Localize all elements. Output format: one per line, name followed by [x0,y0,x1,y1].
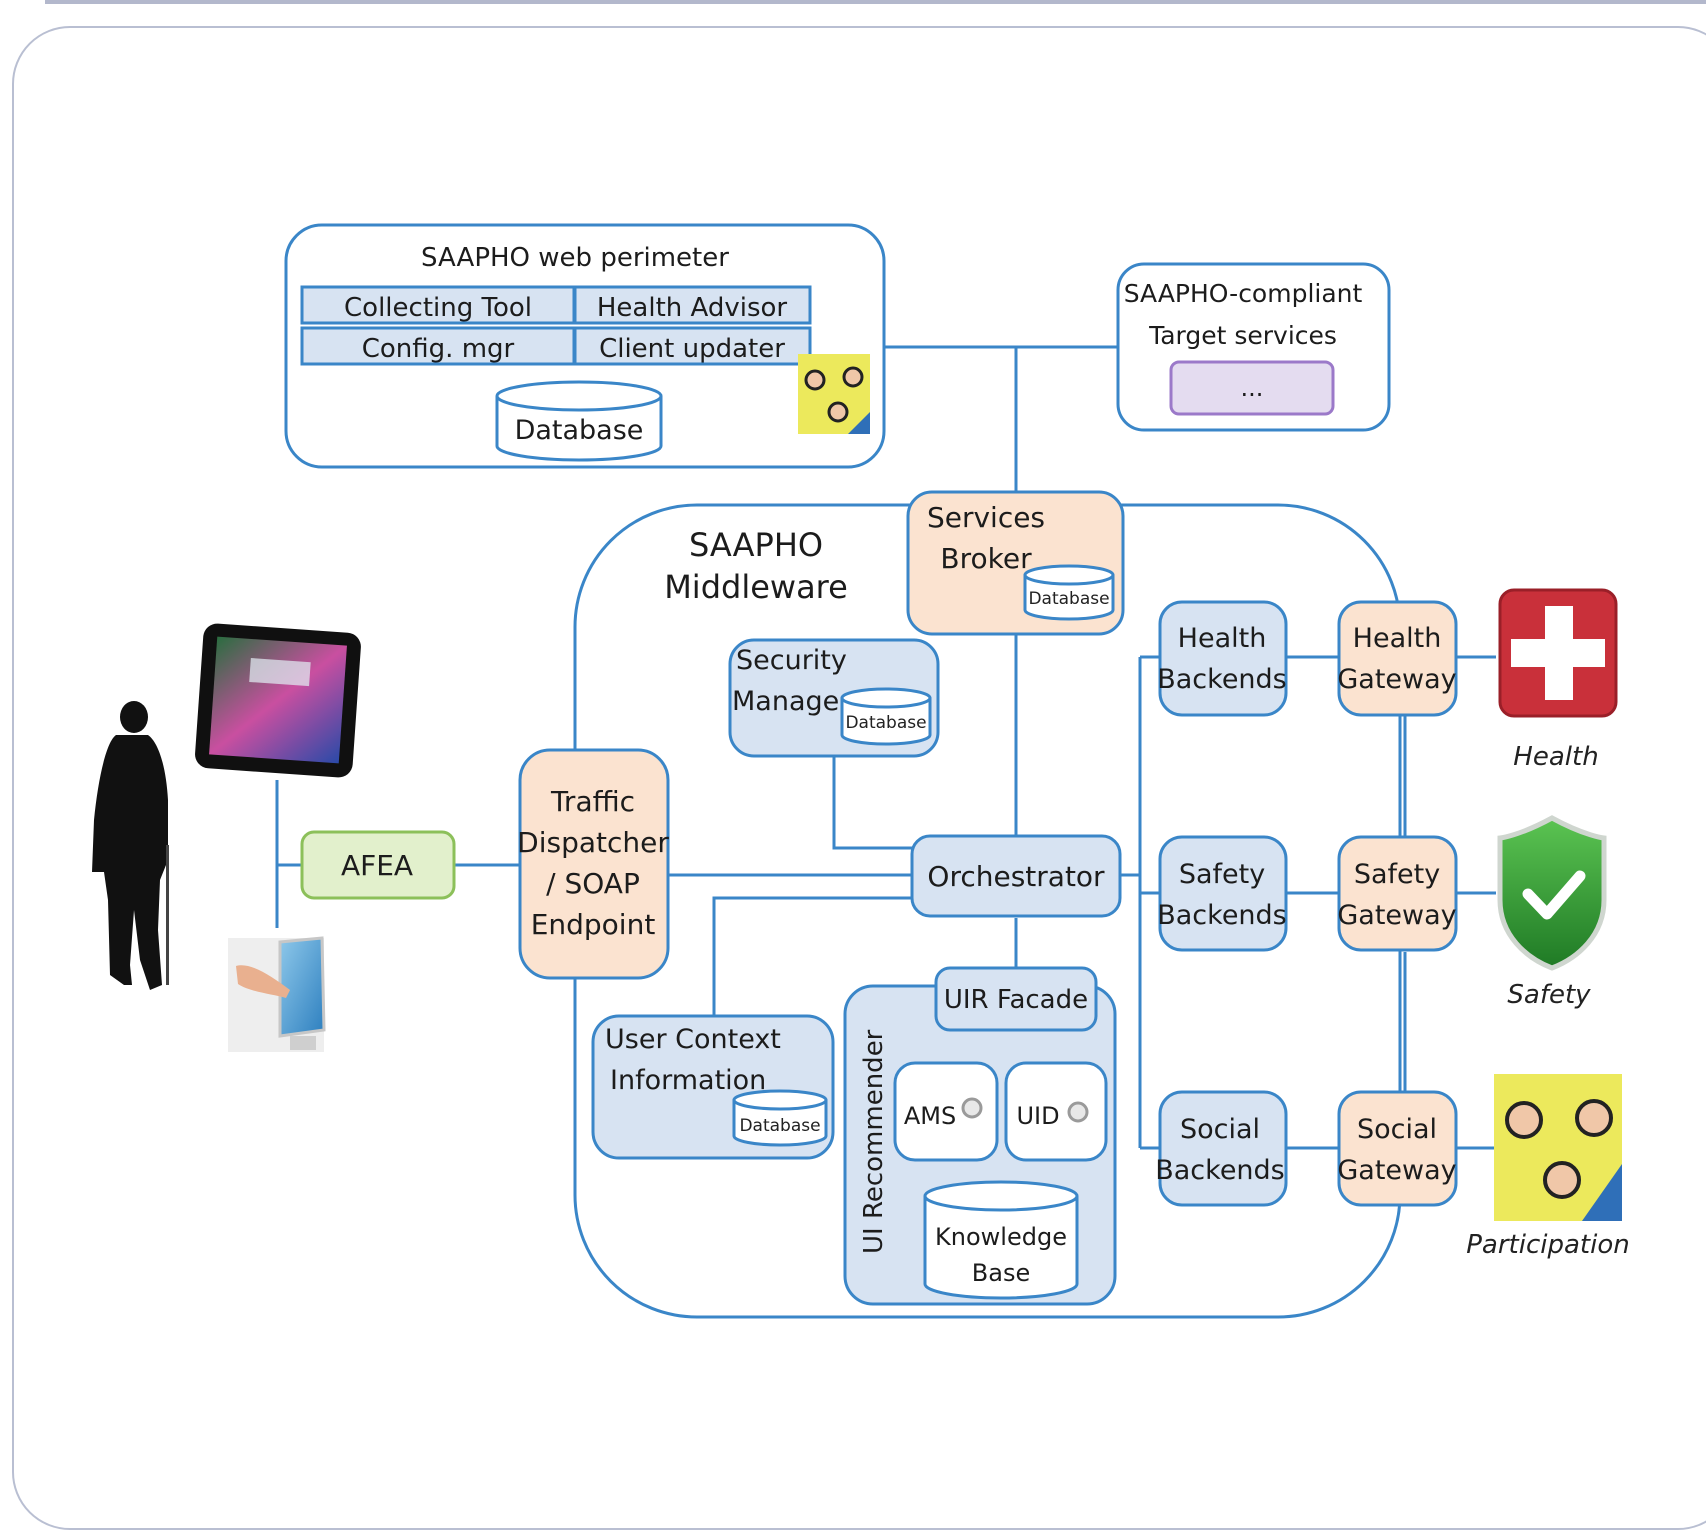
gateways: Health Gateway Safety Gateway Social Gat… [1337,600,1458,1207]
health-cross-icon [1498,588,1618,718]
database-icon [495,380,663,462]
social-backends-box [1158,1090,1288,1207]
knowledge-base-label-1: Knowledge [935,1223,1067,1251]
shield-check-icon [1497,815,1607,971]
health-gateway-label-1: Health [1353,623,1442,654]
config-mgr-label: Config. mgr [362,334,515,364]
health-backends-label-1: Health [1178,623,1267,654]
client-updater-label: Client updater [599,334,785,364]
afea-box [300,830,456,900]
target-services: SAAPHO-compliant Target services ... [1116,262,1391,432]
services-broker-label-1: Services [927,501,1045,534]
traffic-dispatcher-line-3: / SOAP [546,867,640,900]
safety-backends-label-1: Safety [1179,859,1265,890]
health-backends-box [1158,600,1288,717]
social-gateway-label-1: Social [1357,1114,1437,1145]
participation-people-icon [1494,1074,1622,1221]
health-domain: Health [1498,588,1618,772]
user-context-label-2: Information [610,1065,766,1096]
participation-domain-label: Participation [1466,1230,1629,1260]
knowledge-base-label-2: Base [972,1259,1030,1287]
tool-cell [573,326,812,366]
afea: AFEA [300,830,456,900]
web-perimeter: SAAPHO web perimeter Collecting Tool Hea… [284,223,886,469]
tool-cell [573,285,812,325]
services-broker-label-2: Broker [940,542,1032,575]
uir-facade-label: UIR Facade [944,985,1088,1015]
security-database-label: Database [845,713,926,733]
ams-gear-icon [961,1097,983,1119]
afea-label: AFEA [341,849,413,882]
safety-gateway-box [1337,835,1458,952]
uid-gear-icon [1067,1101,1089,1123]
orchestrator-label: Orchestrator [927,860,1105,893]
ui-recommender: UI Recommender UIR Facade AMS UID Knowle… [843,966,1117,1306]
traffic-dispatcher-line-4: Endpoint [531,908,656,941]
health-domain-label: Health [1513,742,1598,772]
safety-backends-box [1158,835,1288,952]
health-backends-label-2: Backends [1157,664,1287,695]
web-perimeter-title: SAAPHO web perimeter [421,243,729,273]
elderly-person-silhouette [92,701,169,990]
health-advisor-label: Health Advisor [597,293,788,323]
social-gateway-box [1337,1090,1458,1207]
social-backends-label-1: Social [1180,1114,1260,1145]
perimeter-database-label: Database [515,415,644,446]
security-manager: Security Manager Database [728,638,940,758]
touch-monitor-icon [228,936,326,1052]
safety-gateway-label-1: Safety [1354,859,1440,890]
security-manager-label-1: Security [736,645,847,676]
target-services-title-2: Target services [1148,321,1337,350]
safety-domain-label: Safety [1507,980,1591,1010]
target-services-title-1: SAAPHO-compliant [1124,279,1363,308]
user-context-label-1: User Context [605,1024,781,1055]
uir-facade-box [934,966,1098,1032]
database-icon [1023,564,1115,621]
services-broker: Services Broker Database [906,490,1125,636]
orchestrator: Orchestrator [910,834,1122,918]
target-service-placeholder-text: ... [1241,374,1264,402]
social-gateway-label-2: Gateway [1337,1155,1456,1186]
safety-domain: Safety [1497,815,1607,1010]
backends: Health Backends Safety Backends Social B… [1155,600,1288,1207]
knowledge-base-icon [923,1180,1079,1300]
traffic-dispatcher-line-2: Dispatcher [517,826,669,859]
target-service-placeholder [1169,360,1335,416]
participation-mini-icon [798,354,870,434]
user-context-database-label: Database [739,1116,820,1136]
social-backends-label-2: Backends [1155,1155,1285,1186]
safety-backends-label-2: Backends [1157,900,1287,931]
safety-gateway-label-2: Gateway [1337,900,1456,931]
traffic-dispatcher: Traffic Dispatcher / SOAP Endpoint [517,748,670,980]
collecting-tool-label: Collecting Tool [344,293,532,323]
uid-box [1004,1061,1108,1162]
ui-recommender-label: UI Recommender [859,1029,889,1254]
orchestrator-box [910,834,1122,918]
middleware-title-2: Middleware [664,568,848,606]
traffic-dispatcher-box [518,748,670,980]
traffic-dispatcher-line-1: Traffic [550,785,635,818]
security-manager-label-2: Manager [732,686,851,717]
participation-domain: Participation [1466,1074,1630,1260]
user-context: User Context Information Database [591,1014,835,1160]
database-icon [732,1089,828,1147]
health-gateway-box [1337,600,1458,717]
ams-label: AMS [904,1102,956,1130]
broker-database-label: Database [1028,589,1109,609]
health-gateway-label-2: Gateway [1337,664,1456,695]
uid-label: UID [1016,1102,1059,1130]
database-icon [840,687,932,746]
middleware-title-1: SAAPHO [689,526,823,564]
ams-box [893,1061,999,1162]
top-divider [45,0,1706,4]
tablet-icon [195,623,361,778]
